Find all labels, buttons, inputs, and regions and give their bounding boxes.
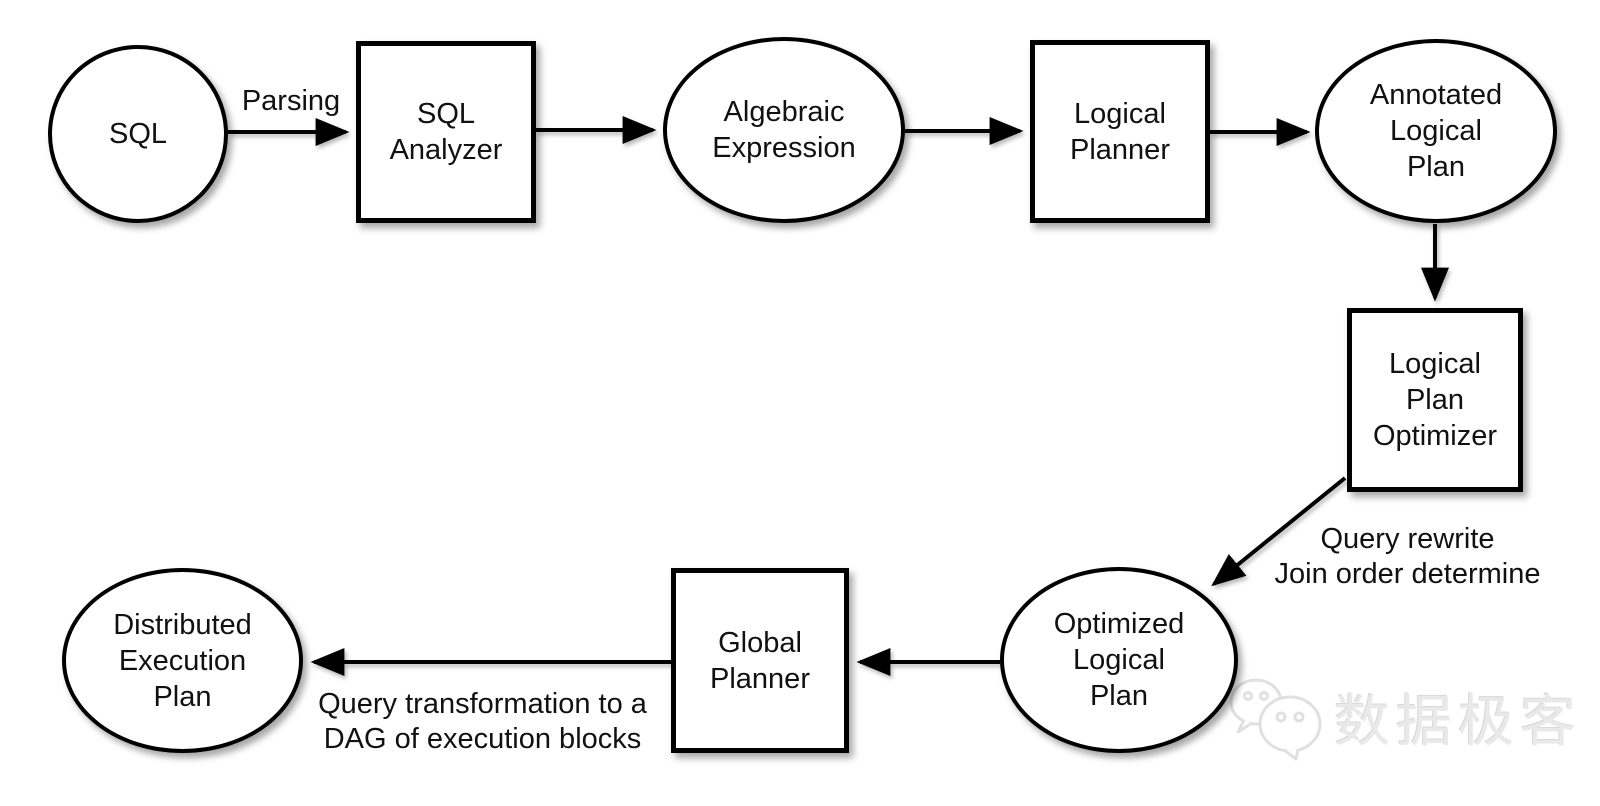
node-label-line: Plan xyxy=(1089,680,1149,712)
node-label-line: Global xyxy=(718,626,802,659)
node-annotated-logical-plan: Annotated Logical Plan xyxy=(1315,39,1557,223)
node-optimized-logical-plan: Optimized Logical Plan xyxy=(1000,567,1238,753)
edge-label-transform: Query transformation to a DAG of executi… xyxy=(300,687,665,757)
watermark-text: 数据极客 xyxy=(1334,689,1582,753)
node-label-line: Planner xyxy=(710,662,810,695)
node-algebraic-expression: Algebraic Expression xyxy=(663,37,905,223)
edge-label-parsing: Parsing xyxy=(226,84,356,119)
node-global-planner: Global Planner xyxy=(671,568,849,753)
node-label-line: Annotated xyxy=(1369,79,1503,111)
node-sql-analyzer: SQL Analyzer xyxy=(356,41,536,223)
wechat-icon xyxy=(1229,678,1322,761)
node-label-line: SQL xyxy=(416,98,476,130)
node-label-line: Optimizer xyxy=(1372,420,1498,452)
node-label-line: Plan xyxy=(1406,151,1466,183)
node-label-line: Optimized xyxy=(1053,608,1185,640)
node-label-line: SQL xyxy=(108,118,168,150)
edge-label-optimize: Query rewrite Join order determine xyxy=(1235,522,1580,592)
edge-label-text: Query rewrite xyxy=(1320,523,1495,555)
edge-label-text: Join order determine xyxy=(1274,558,1541,590)
node-label-line: Analyzer xyxy=(389,134,503,166)
node-label-line: Logical xyxy=(1074,97,1166,130)
node-label-line: Algebraic xyxy=(723,96,845,128)
node-label-line: Distributed xyxy=(113,608,252,641)
node-label-line: Execution xyxy=(118,644,247,677)
node-label-line: Plan xyxy=(153,680,212,713)
node-label-line: Logical xyxy=(1389,348,1481,380)
edge-label-text: Parsing xyxy=(241,85,341,117)
node-distributed-execution-plan: Distributed Execution Plan xyxy=(62,568,303,753)
node-label-line: Logical xyxy=(1073,644,1165,676)
node-label-line: Logical xyxy=(1390,115,1482,147)
node-label-line: Planner xyxy=(1070,133,1170,166)
node-label-line: Plan xyxy=(1405,384,1465,416)
node-label-line: Expression xyxy=(712,132,856,164)
watermark: 数据极客 xyxy=(1222,672,1582,762)
arrow-optimizer-to-optimized xyxy=(1211,476,1347,587)
node-sql: SQL xyxy=(48,45,228,223)
edge-label-text: Query transformation to a xyxy=(318,688,647,720)
edge-label-text: DAG of execution blocks xyxy=(323,723,642,755)
node-logical-planner: Logical Planner xyxy=(1030,40,1210,223)
node-logical-plan-optimizer: Logical Plan Optimizer xyxy=(1347,308,1523,492)
